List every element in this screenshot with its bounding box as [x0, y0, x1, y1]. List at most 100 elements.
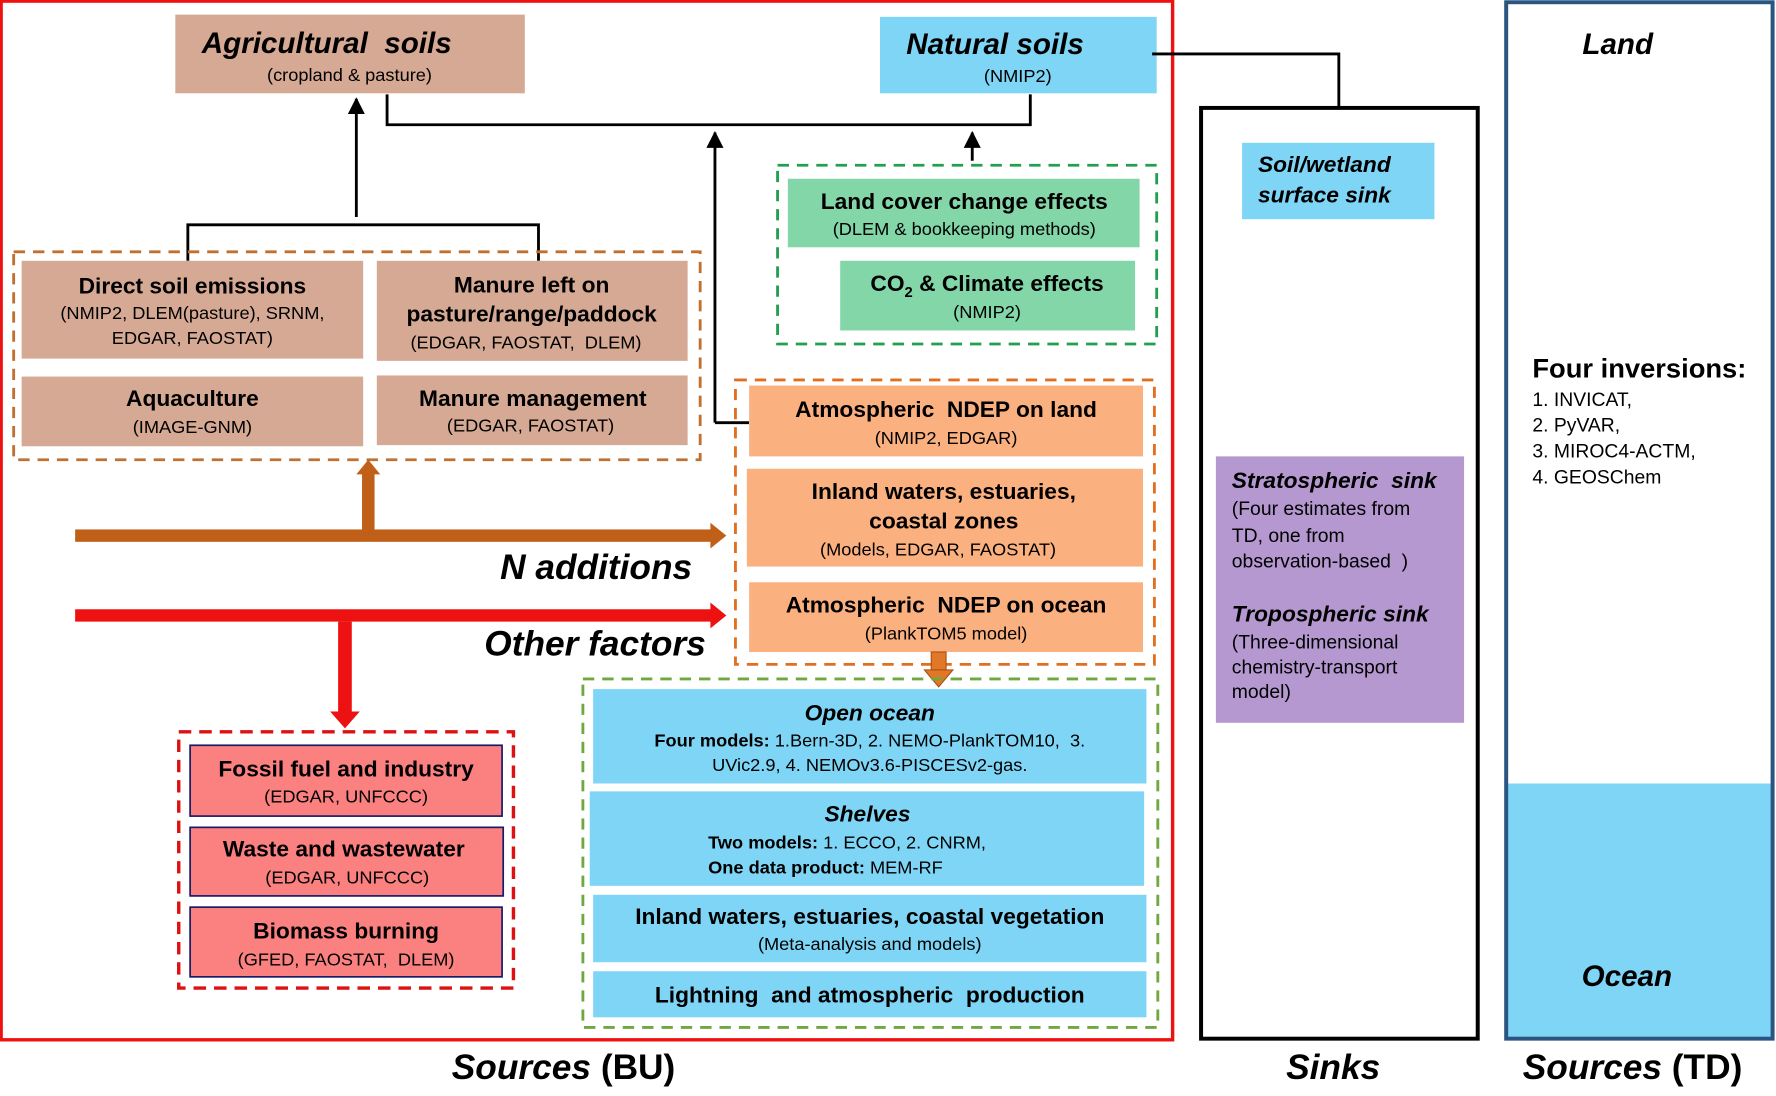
ndep-ocean-line1: (PlankTOM5 model) [865, 624, 1028, 644]
shelves-line2: One data product: MEM-RF [708, 858, 943, 878]
manure-management-line1: (EDGAR, FAOSTAT) [447, 416, 614, 436]
sources-td-paren: (TD) [1672, 1048, 1743, 1087]
biomass-title: Biomass burning [253, 919, 439, 944]
ndep-ocean-box: Atmospheric NDEP on ocean (PlankTOM5 mod… [749, 582, 1144, 652]
sources-td-main: Sources [1523, 1048, 1672, 1087]
inversion-item: 4. GEOSChem [1532, 467, 1661, 488]
inland-vegetation-title: Inland waters, estuaries, coastal vegeta… [635, 904, 1104, 929]
inland-coastal-line1: (Models, EDGAR, FAOSTAT) [820, 539, 1056, 559]
n-additions-arrowhead [710, 522, 727, 549]
shelves-title: Shelves [824, 802, 910, 827]
aquaculture-title: Aquaculture [126, 386, 259, 411]
n-additions-arrows [75, 459, 727, 549]
manure-management-title: Manure management [419, 386, 647, 411]
stratospheric-sink-title: Stratospheric sink [1232, 468, 1438, 493]
other-factors-label: Other factors [484, 625, 706, 664]
open-ocean-line2: UVic2.9, 4. NEMOv3.6-PISCESv2-gas. [712, 755, 1027, 775]
fossil-fuel-title: Fossil fuel and industry [218, 757, 474, 782]
soil-wetland-sink-box: Soil/wetland surface sink [1242, 142, 1435, 220]
fossil-fuel-box: Fossil fuel and industry (EDGAR, UNFCCC) [189, 744, 503, 817]
other-factors-arrows [75, 602, 727, 729]
sinks-footer: Sinks [1286, 1048, 1380, 1087]
shelves-line1: Two models: 1. ECCO, 2. CNRM, [708, 833, 986, 853]
agri-source-manure-management: Manure management (EDGAR, FAOSTAT) [376, 375, 688, 446]
agricultural-soils-subtitle: (cropland & pasture) [267, 65, 432, 85]
atmospheric-sinks-box: Stratospheric sink (Four estimates from … [1215, 456, 1465, 723]
open-ocean-title: Open ocean [805, 701, 935, 726]
td-land-label: Land [1582, 28, 1654, 61]
soil-sink-line1: Soil/wetland [1258, 152, 1392, 177]
connector-lines [186, 52, 1348, 425]
agri-source-manure-pasture: Manure left on pasture/range/paddock (ED… [376, 260, 688, 361]
direct-soil-title: Direct soil emissions [79, 274, 307, 299]
other-factors-down-shaft [338, 621, 352, 714]
natural-effects-group [776, 163, 1159, 346]
sources-bu-paren: (BU) [601, 1048, 675, 1087]
co2-climate-box: CO2 & Climate effects (NMIP2) [840, 260, 1136, 331]
agri-natural-link [385, 94, 1032, 127]
trop-line1: (Three-dimensional [1232, 633, 1399, 654]
open-ocean-line1-bold: Four models: [654, 731, 769, 751]
n-additions-label: N additions [500, 548, 692, 587]
biomass-line1: (GFED, FAOSTAT, DLEM) [238, 950, 455, 970]
inversion-item: 3. MIROC4-ACTM, [1532, 442, 1695, 463]
natural-soils-title: Natural soils [906, 28, 1084, 61]
direct-soil-line1: (NMIP2, DLEM(pasture), SRNM, [60, 303, 324, 323]
co2-title-post: & Climate effects [913, 271, 1104, 296]
td-ocean-label: Ocean [1582, 960, 1672, 993]
land-cover-title: Land cover change effects [821, 189, 1108, 214]
shelves-line1-rest: 1. ECCO, 2. CNRM, [818, 833, 986, 853]
n-additions-up-shaft [362, 472, 375, 532]
waste-box: Waste and wastewater (EDGAR, UNFCCC) [189, 826, 505, 897]
co2-title-pre: CO [870, 271, 904, 296]
lightning-title: Lightning and atmospheric production [655, 983, 1085, 1008]
natural-soils-box: Natural soils (NMIP2) [880, 16, 1157, 94]
land-cover-change-box: Land cover change effects (DLEM & bookke… [787, 178, 1140, 248]
agricultural-soils-box: Agricultural soils (cropland & pasture) [175, 14, 525, 94]
ndep-ocean-title: Atmospheric NDEP on ocean [786, 593, 1107, 618]
other-factors-down-arrowhead [330, 711, 360, 729]
tropospheric-sink-title: Tropospheric sink [1232, 602, 1430, 627]
trop-line2: chemistry-transport [1232, 657, 1398, 678]
manure-pasture-line1: (EDGAR, FAOSTAT, DLEM) [410, 333, 641, 353]
inland-coastal-title: Inland waters, estuaries, [812, 479, 1076, 504]
strat-line2: TD, one from [1232, 526, 1345, 547]
trop-line3: model) [1232, 682, 1291, 703]
co2-title-subscript: 2 [905, 285, 913, 301]
open-ocean-box: Open ocean Four models: 1.Bern-3D, 2. NE… [593, 689, 1147, 784]
other-factors-arrowhead [710, 602, 727, 629]
shelves-line2-rest: MEM-RF [865, 858, 943, 878]
td-ocean-fill [1506, 783, 1773, 1039]
lightning-box: Lightning and atmospheric production [593, 971, 1147, 1018]
inland-coastal-vegetation-box: Inland waters, estuaries, coastal vegeta… [593, 894, 1147, 963]
strat-line1: (Four estimates from [1232, 499, 1410, 520]
co2-climate-line1: (NMIP2) [953, 302, 1021, 322]
sources-td-panel [1504, 0, 1775, 1041]
aquaculture-line1: (IMAGE-GNM) [133, 417, 252, 437]
n-additions-up-arrowhead [356, 459, 381, 475]
direct-soil-line2: EDGAR, FAOSTAT) [112, 328, 273, 348]
soil-sink-line2: surface sink [1258, 182, 1392, 207]
n-additions-shaft [75, 529, 713, 542]
sources-bu-text: Sources [452, 1048, 601, 1087]
open-ocean-line1-rest: 1.Bern-3D, 2. NEMO-PlankTOM10, 3. [770, 731, 1085, 751]
fossil-fuel-line1: (EDGAR, UNFCCC) [264, 787, 428, 807]
co2-climate-title: CO2 & Climate effects [870, 271, 1103, 300]
inversion-item: 1. INVICAT, [1532, 390, 1632, 411]
biomass-burning-box: Biomass burning (GFED, FAOSTAT, DLEM) [189, 906, 503, 978]
strat-line3: observation-based ) [1232, 552, 1408, 573]
agri-source-aquaculture: Aquaculture (IMAGE-GNM) [21, 376, 364, 447]
other-factors-shaft [75, 609, 713, 622]
waste-title: Waste and wastewater [223, 837, 465, 862]
inland-waters-coastal-box: Inland waters, estuaries, coastal zones … [746, 468, 1144, 567]
shelves-box: Shelves Two models: 1. ECCO, 2. CNRM, On… [589, 791, 1145, 886]
inland-vegetation-line1: (Meta-analysis and models) [758, 934, 982, 954]
open-ocean-line1: Four models: 1.Bern-3D, 2. NEMO-PlankTOM… [654, 731, 1085, 751]
manure-pasture-title2: pasture/range/paddock [406, 302, 657, 327]
ndep-land-title: Atmospheric NDEP on land [795, 397, 1097, 422]
agricultural-soils-title: Agricultural soils [201, 27, 452, 60]
natural-soils-subtitle: (NMIP2) [984, 66, 1052, 86]
ndep-land-box: Atmospheric NDEP on land (NMIP2, EDGAR) [749, 385, 1144, 457]
ndep-land-line1: (NMIP2, EDGAR) [875, 428, 1018, 448]
